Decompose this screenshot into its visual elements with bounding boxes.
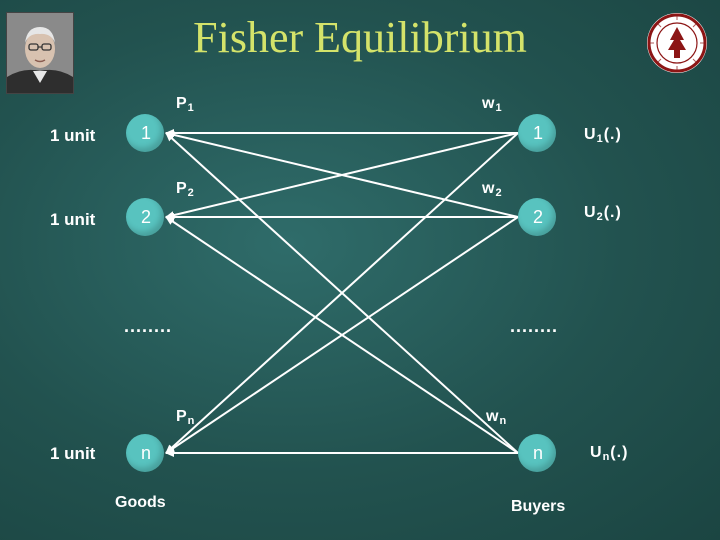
unit-label-2: 1 unit bbox=[50, 210, 96, 229]
buyers-ellipsis: ........ bbox=[510, 316, 559, 336]
unit-label-1: 1 unit bbox=[50, 126, 96, 145]
buyer-node-2: 2 bbox=[518, 198, 556, 236]
budget-label-n: wn bbox=[486, 408, 508, 427]
unit-label-n: 1 unit bbox=[50, 444, 96, 463]
buyer-node-label: 2 bbox=[532, 207, 543, 227]
edge-buyer-1-to-good-2 bbox=[165, 132, 519, 220]
budget-label-2: w2 bbox=[482, 180, 503, 199]
goods-node-label: 1 bbox=[140, 123, 151, 143]
price-label-1: P1 bbox=[176, 95, 195, 114]
utility-label-1: U1(.) bbox=[584, 126, 622, 145]
buyer-node-label: n bbox=[532, 443, 543, 463]
university-seal-icon bbox=[646, 12, 708, 74]
edge-buyer-1-to-good-3 bbox=[165, 132, 519, 454]
goods-node-label: 2 bbox=[140, 207, 151, 227]
buyer-node-1: 1 bbox=[518, 114, 556, 152]
goods-node-2: 2 bbox=[126, 198, 164, 236]
goods-ellipsis: ........ bbox=[124, 316, 173, 336]
price-label-n: Pn bbox=[176, 408, 196, 427]
edge-buyer-2-to-good-3 bbox=[165, 216, 519, 454]
buyer-node-n: n bbox=[518, 434, 556, 472]
goods-node-1: 1 bbox=[126, 114, 164, 152]
utility-label-n: Un(.) bbox=[590, 444, 629, 463]
goods-column-label: Goods bbox=[115, 494, 166, 511]
price-label-2: P2 bbox=[176, 180, 195, 199]
utility-label-2: U2(.) bbox=[584, 204, 622, 223]
budget-label-1: w1 bbox=[482, 95, 503, 114]
goods-node-label: n bbox=[140, 443, 151, 463]
buyers-column-label: Buyers bbox=[511, 498, 566, 515]
slide-title: Fisher Equilibrium bbox=[193, 13, 527, 62]
portrait-photo bbox=[6, 12, 74, 94]
goods-node-n: n bbox=[126, 434, 164, 472]
buyer-node-label: 1 bbox=[532, 123, 543, 143]
